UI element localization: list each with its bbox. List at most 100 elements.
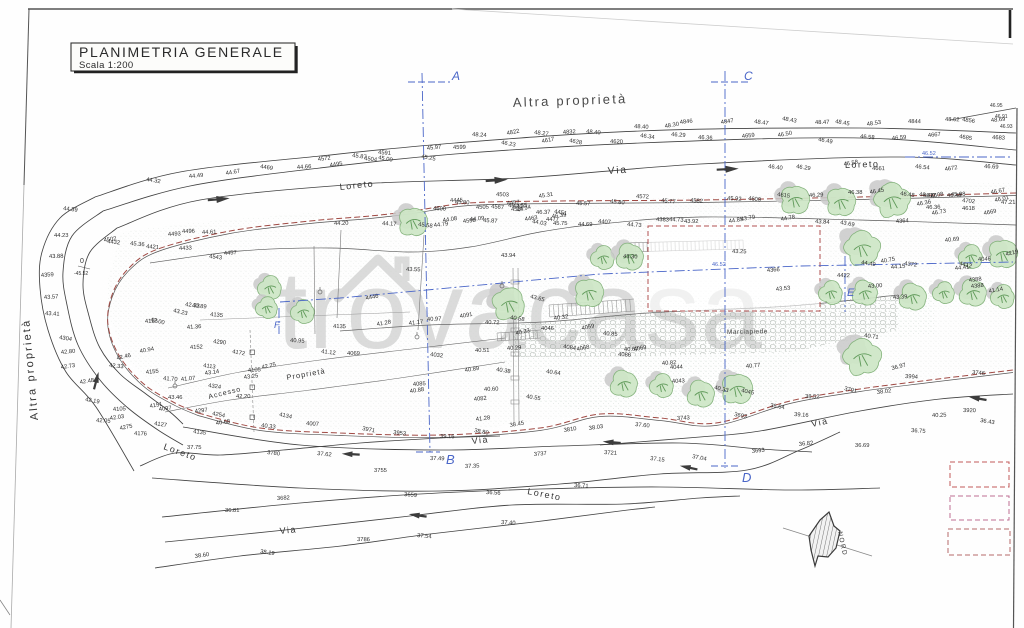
- svg-text:A: A: [451, 69, 460, 83]
- svg-text:37.15: 37.15: [650, 456, 665, 464]
- svg-text:4091: 4091: [459, 312, 473, 320]
- svg-text:4432: 4432: [107, 239, 121, 247]
- svg-text:37.54: 37.54: [417, 533, 433, 540]
- svg-text:37.60: 37.60: [635, 422, 650, 429]
- svg-text:45.87: 45.87: [483, 218, 498, 225]
- svg-text:41.07: 41.07: [181, 376, 196, 383]
- svg-text:4504: 4504: [364, 156, 378, 164]
- svg-text:40.75: 40.75: [880, 257, 895, 265]
- svg-text:4469: 4469: [260, 164, 274, 172]
- svg-text:46.58: 46.58: [860, 134, 875, 141]
- svg-text:4463: 4463: [524, 215, 538, 223]
- svg-text:4254: 4254: [212, 411, 227, 419]
- svg-text:48.40: 48.40: [634, 124, 649, 131]
- svg-text:46.20: 46.20: [508, 203, 523, 210]
- svg-text:Via: Via: [607, 165, 628, 177]
- svg-text:43.79: 43.79: [740, 215, 755, 223]
- svg-text:4044: 4044: [670, 365, 684, 371]
- svg-text:3693: 3693: [734, 412, 748, 420]
- svg-text:3786: 3786: [357, 537, 370, 543]
- svg-text:37.35: 37.35: [465, 463, 480, 470]
- svg-text:4503: 4503: [496, 192, 509, 198]
- svg-text:4445: 4445: [450, 198, 463, 204]
- svg-text:40.95: 40.95: [290, 338, 305, 345]
- svg-text:41.28: 41.28: [476, 415, 491, 423]
- svg-text:42.48: 42.48: [79, 378, 94, 386]
- svg-text:40.25: 40.25: [932, 413, 947, 419]
- svg-text:44.49: 44.49: [189, 173, 204, 180]
- svg-text:Altra proprietà: Altra proprietà: [513, 91, 628, 110]
- svg-text:37.62: 37.62: [317, 451, 332, 458]
- svg-text:40.67: 40.67: [624, 347, 639, 353]
- svg-text:45.25: 45.25: [421, 154, 436, 163]
- svg-text:43.39: 43.39: [893, 294, 908, 301]
- svg-text:4451: 4451: [554, 209, 568, 217]
- svg-text:40.38: 40.38: [496, 367, 511, 375]
- svg-text:4007: 4007: [306, 421, 319, 428]
- svg-text:40.72: 40.72: [485, 320, 500, 326]
- svg-text:4085: 4085: [413, 381, 426, 388]
- svg-text:4702: 4702: [962, 198, 975, 205]
- svg-text:46.93: 46.93: [1000, 124, 1013, 130]
- svg-text:4620: 4620: [610, 139, 623, 145]
- svg-text:46.23: 46.23: [501, 140, 516, 149]
- svg-text:4572: 4572: [318, 155, 332, 163]
- svg-text:4069: 4069: [633, 345, 647, 353]
- svg-text:46.37: 46.37: [536, 210, 551, 216]
- svg-text:4105: 4105: [248, 367, 261, 374]
- svg-text:40.71: 40.71: [864, 333, 879, 341]
- svg-text:43.41: 43.41: [45, 311, 60, 318]
- svg-text:40.77: 40.77: [746, 363, 761, 370]
- svg-text:42.73: 42.73: [60, 363, 75, 371]
- svg-text:46.48: 46.48: [947, 193, 962, 199]
- svg-text:3746: 3746: [972, 370, 985, 377]
- svg-text:4496: 4496: [182, 229, 195, 235]
- svg-text:48.40: 48.40: [586, 129, 601, 136]
- svg-text:46.59: 46.59: [892, 135, 907, 142]
- svg-text:43.69: 43.69: [840, 220, 855, 228]
- svg-text:45.31: 45.31: [538, 192, 553, 200]
- svg-text:4127: 4127: [154, 421, 168, 429]
- svg-text:4372: 4372: [904, 261, 918, 269]
- svg-text:44.03: 44.03: [532, 219, 547, 227]
- svg-text:4421: 4421: [146, 244, 159, 251]
- svg-text:4608: 4608: [930, 192, 944, 200]
- svg-text:40.33: 40.33: [515, 328, 530, 337]
- svg-text:4572: 4572: [636, 194, 649, 200]
- svg-text:43.92: 43.92: [684, 219, 699, 225]
- svg-text:4846: 4846: [680, 118, 694, 126]
- svg-text:43.46: 43.46: [168, 395, 183, 401]
- svg-text:3920: 3920: [963, 408, 976, 414]
- svg-text:46.01: 46.01: [994, 195, 1009, 204]
- svg-text:4219: 4219: [1005, 249, 1019, 258]
- svg-text:4068: 4068: [576, 344, 590, 353]
- svg-text:Via: Via: [810, 416, 829, 429]
- svg-text:46.67: 46.67: [990, 188, 1005, 196]
- svg-text:4537: 4537: [511, 207, 524, 213]
- svg-text:48.47: 48.47: [815, 120, 830, 126]
- svg-text:39.16: 39.16: [794, 412, 809, 419]
- svg-text:45.36: 45.36: [130, 241, 145, 248]
- svg-text:43.14: 43.14: [204, 369, 220, 377]
- svg-text:43.55: 43.55: [406, 267, 421, 273]
- svg-text:46.47: 46.47: [919, 192, 934, 199]
- svg-text:43.23: 43.23: [173, 308, 188, 317]
- svg-text:4669: 4669: [983, 209, 997, 217]
- svg-text:3810: 3810: [563, 426, 577, 434]
- svg-text:40.85: 40.85: [603, 331, 618, 338]
- svg-text:4366: 4366: [767, 267, 780, 274]
- svg-text:40.33: 40.33: [261, 423, 276, 431]
- svg-text:4059: 4059: [581, 323, 595, 332]
- svg-text:46.36: 46.36: [698, 135, 713, 142]
- svg-text:F: F: [274, 320, 281, 331]
- svg-text:Loreto: Loreto: [845, 159, 880, 170]
- svg-text:43.30: 43.30: [623, 254, 638, 261]
- svg-text:Via: Via: [279, 524, 297, 536]
- svg-text:40.89: 40.89: [192, 303, 207, 310]
- svg-text:45.00: 45.00: [378, 155, 393, 164]
- svg-text:D: D: [742, 470, 751, 485]
- svg-text:38.02: 38.02: [877, 388, 892, 396]
- svg-text:4084: 4084: [563, 344, 577, 352]
- svg-text:44.94: 44.94: [516, 204, 532, 214]
- svg-text:4297: 4297: [195, 407, 209, 415]
